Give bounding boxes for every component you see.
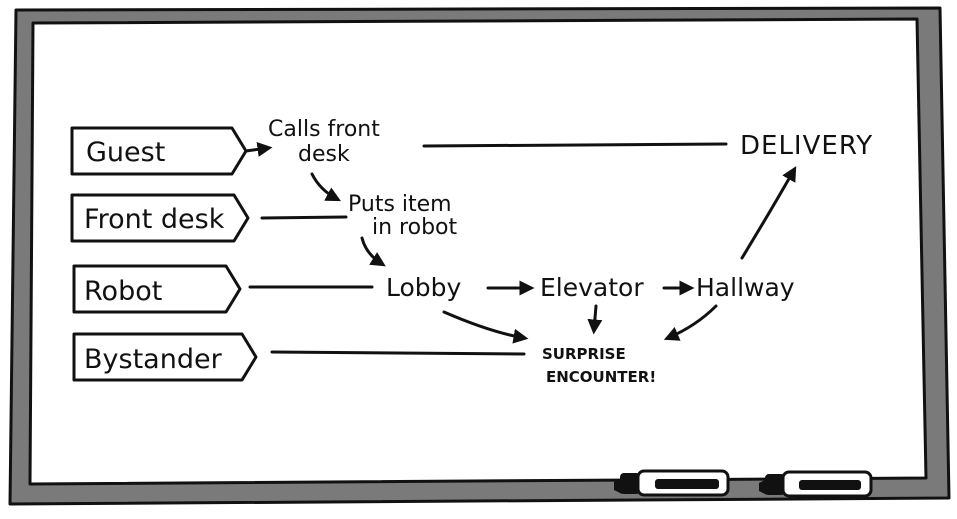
lane-guest-label: Guest <box>86 137 165 168</box>
step-puts-item-line2: in robot <box>372 215 457 240</box>
step-hallway: Hallway <box>696 273 795 302</box>
whiteboard-surface <box>28 17 928 486</box>
arrow-guest-to-calls <box>244 141 273 157</box>
lane-front-desk-label: Front desk <box>84 204 225 235</box>
step-surprise-line1: SURPRISE <box>542 345 626 363</box>
step-elevator: Elevator <box>540 273 644 302</box>
lane-bystander-label: Bystander <box>84 344 223 375</box>
step-puts-item-line1: Puts item <box>348 192 452 217</box>
arrow-hallway-to-delivery <box>740 166 797 260</box>
arrow-elevator-to-surprise <box>587 304 603 335</box>
arrow-calls-to-puts-item <box>310 172 341 202</box>
step-delivery: DELIVERY <box>740 131 873 161</box>
whiteboard <box>8 6 951 506</box>
arrow-hallway-to-surprise <box>663 304 718 341</box>
lane-front-desk: Front desk <box>70 193 250 243</box>
arrow-lobby-to-surprise <box>442 310 529 344</box>
arrow-puts-item-to-lobby <box>360 236 386 267</box>
bystander-lane-line <box>270 350 526 356</box>
marker-right-icon[interactable] <box>759 470 873 498</box>
lane-bystander: Bystander <box>72 332 258 382</box>
step-lobby: Lobby <box>386 273 462 302</box>
front-desk-lane-line <box>260 215 348 220</box>
step-surprise-line2: ENCOUNTER! <box>546 368 656 386</box>
lane-robot: Robot <box>72 264 242 314</box>
marker-left-icon[interactable] <box>614 469 730 497</box>
guest-lane-line <box>422 142 728 148</box>
lane-robot-label: Robot <box>84 276 162 307</box>
step-calls-front-desk-line1: Calls front <box>268 117 380 142</box>
step-calls-front-desk-line2: desk <box>298 142 350 167</box>
lane-guest: Guest <box>70 126 248 176</box>
